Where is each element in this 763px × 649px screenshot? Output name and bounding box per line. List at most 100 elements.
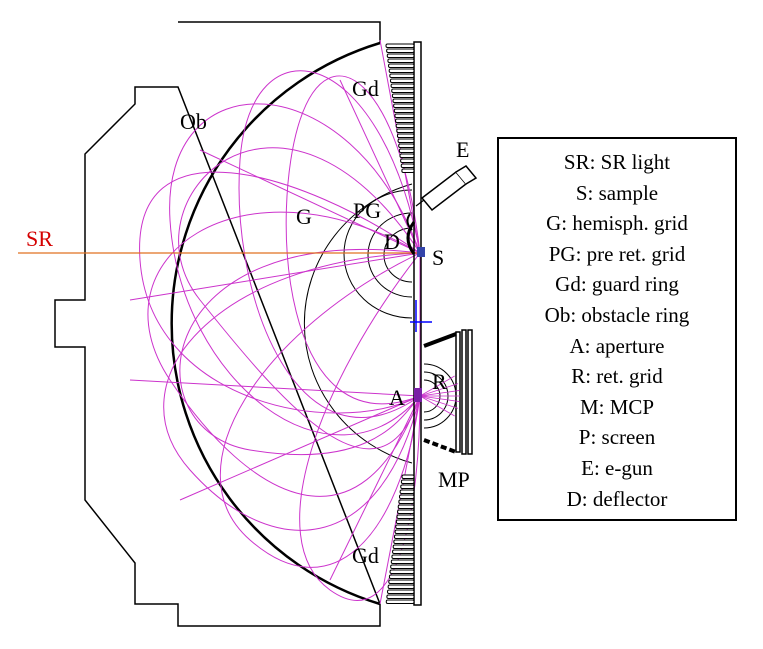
guard-ring-segment xyxy=(395,123,415,128)
aperture xyxy=(414,388,422,402)
guard-ring-segment xyxy=(398,494,415,499)
electron-trajectories xyxy=(129,39,421,605)
trajectory-curve xyxy=(163,252,421,531)
trajectory-curve xyxy=(179,395,421,501)
guard-ring-segment xyxy=(391,93,415,98)
trajectory-curve xyxy=(329,395,421,581)
guard-ring-segment xyxy=(387,584,415,589)
label-mp: MP xyxy=(438,467,470,492)
label-ob: Ob xyxy=(180,109,207,134)
guard-ring-segment xyxy=(385,43,415,48)
chamber-outline xyxy=(54,21,381,627)
guard-ring-segment xyxy=(386,48,415,53)
guard-ring-segment xyxy=(391,554,415,559)
guard-ring-segment xyxy=(399,489,415,494)
guard-ring-segment xyxy=(400,479,415,484)
legend-item: S: sample xyxy=(575,180,659,205)
guard-ring-segment xyxy=(390,564,415,569)
guard-ring-segment xyxy=(387,58,415,63)
trajectory-curve xyxy=(285,75,421,405)
guard-ring-segment xyxy=(401,474,415,479)
guard-ring-segment xyxy=(393,534,415,539)
legend-item: G: hemisph. grid xyxy=(546,211,688,236)
guard-ring-segment xyxy=(397,138,415,143)
guard-ring-segment xyxy=(394,113,415,118)
guard-ring-segment xyxy=(395,524,415,529)
trajectory-curve xyxy=(129,252,421,301)
trajectory-curve xyxy=(179,249,421,455)
guard-ring-segment xyxy=(399,153,415,158)
guard-ring-segment xyxy=(386,53,415,58)
sample-marker xyxy=(417,247,425,257)
trajectory-curve xyxy=(219,252,421,568)
guard-ring-segment xyxy=(388,574,415,579)
aperture-rays xyxy=(419,375,460,417)
guard-ring-segment xyxy=(393,103,415,108)
guard-ring-segment xyxy=(396,128,415,133)
e-gun xyxy=(415,165,478,212)
guard-ring-segment xyxy=(394,529,415,534)
trajectory-curve xyxy=(199,149,421,254)
guard-ring-segment xyxy=(393,539,415,544)
guard-ring-segment xyxy=(388,63,415,68)
label-g: G xyxy=(296,204,312,229)
aperture-ray xyxy=(419,395,459,409)
guard-ring-segment xyxy=(397,504,415,509)
label-gd-bottom: Gd xyxy=(352,543,379,568)
guard-ring-segment xyxy=(390,83,415,88)
trajectory-curve xyxy=(129,379,421,397)
trajectory-curve xyxy=(178,147,421,450)
trajectory-curve xyxy=(238,70,421,418)
aperture-ray xyxy=(419,375,455,397)
label-a: A xyxy=(389,385,405,410)
legend-item: M: MCP xyxy=(579,394,655,419)
guard-ring-segment xyxy=(396,514,415,519)
guard-ring-segment xyxy=(392,544,415,549)
guard-ring-segment xyxy=(395,519,415,524)
guard-ring-segment xyxy=(392,549,415,554)
label-e: E xyxy=(456,137,469,162)
guard-ring-segment xyxy=(396,133,415,138)
guard-ring-segment xyxy=(400,163,415,168)
guard-ring-segment xyxy=(400,484,415,489)
guard-ring-segment xyxy=(389,569,415,574)
guard-ring-segment xyxy=(398,499,415,504)
deflector-inner xyxy=(406,213,413,231)
trajectory-curve xyxy=(139,171,421,414)
guard-ring-segment xyxy=(398,148,415,153)
aperture-ray xyxy=(419,395,460,402)
guard-ring-segment xyxy=(392,98,415,103)
guard-ring-bottom xyxy=(385,474,415,604)
label-s: S xyxy=(432,245,444,270)
trajectory-curve xyxy=(147,211,421,497)
hemispherical-grid xyxy=(303,183,413,464)
guard-ring-segment xyxy=(395,118,415,123)
trajectory-curve xyxy=(169,103,421,436)
legend-item: A: aperture xyxy=(569,333,665,358)
legend-item: SR: SR light xyxy=(563,150,671,174)
guard-ring-segment xyxy=(385,599,415,604)
guard-ring-segment xyxy=(388,68,415,73)
guard-ring-segment xyxy=(389,78,415,83)
guard-ring-segment xyxy=(391,88,415,93)
label-d: D xyxy=(384,229,400,254)
guard-ring-segment xyxy=(390,559,415,564)
guard-ring-segment xyxy=(393,108,415,113)
guard-ring-segment xyxy=(386,594,415,599)
pre-retarding-grid-inner2 xyxy=(383,227,413,283)
legend-item: E: e-gun xyxy=(581,455,653,480)
guard-ring-top xyxy=(385,43,415,173)
guard-ring-segment xyxy=(387,589,415,594)
obstacle-ring xyxy=(170,41,381,606)
deflector xyxy=(406,221,416,255)
legend-item: P: screen xyxy=(578,425,656,450)
aperture-ray xyxy=(419,383,459,397)
guard-ring-segment xyxy=(389,73,415,78)
mcp-screen xyxy=(423,329,473,455)
label-r: R xyxy=(432,369,447,394)
guard-ring-segment xyxy=(397,509,415,514)
aperture-ray xyxy=(419,390,460,397)
